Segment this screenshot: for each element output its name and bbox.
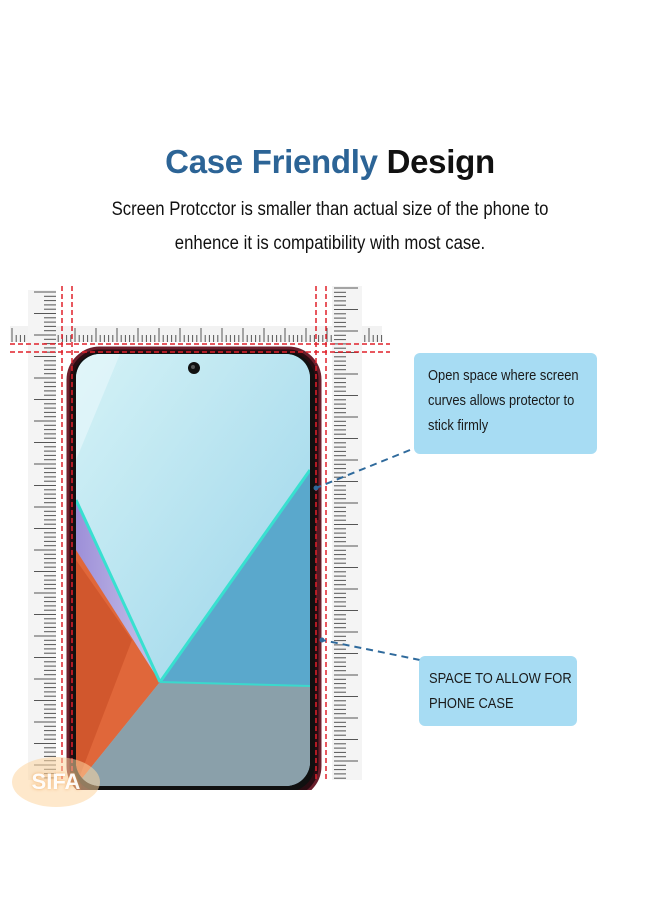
sifa-watermark-logo: SIFA	[12, 757, 100, 807]
callout-open-space-line-3: stick firmly	[428, 417, 489, 434]
subtitle-line-2: enhence it is compatibility with most ca…	[174, 233, 486, 254]
phone-screen	[76, 354, 310, 786]
callout-phone-case-line-1: SPACE TO ALLOW FOR	[429, 670, 572, 687]
subtitle-line-1: Screen Protcctor is smaller than actual …	[111, 199, 549, 220]
title-accent: Case Friendly	[165, 143, 378, 180]
title-rest: Design	[386, 143, 496, 180]
callout-open-space-line-2: curves allows protector to	[428, 392, 575, 409]
leader-lines	[315, 449, 420, 661]
callout-open-space-line-1: Open space where screen	[428, 367, 579, 384]
right-ruler	[332, 286, 362, 780]
callout-open-space: Open space where screen curves allows pr…	[414, 353, 597, 454]
phone-illustration	[10, 286, 420, 790]
callout-phone-case-line-2: PHONE CASE	[429, 695, 514, 712]
dimension-guides	[10, 286, 390, 780]
callout-phone-case: SPACE TO ALLOW FOR PHONE CASE	[419, 656, 577, 726]
page-title: Case Friendly Design	[0, 143, 660, 181]
left-ruler	[28, 290, 56, 780]
